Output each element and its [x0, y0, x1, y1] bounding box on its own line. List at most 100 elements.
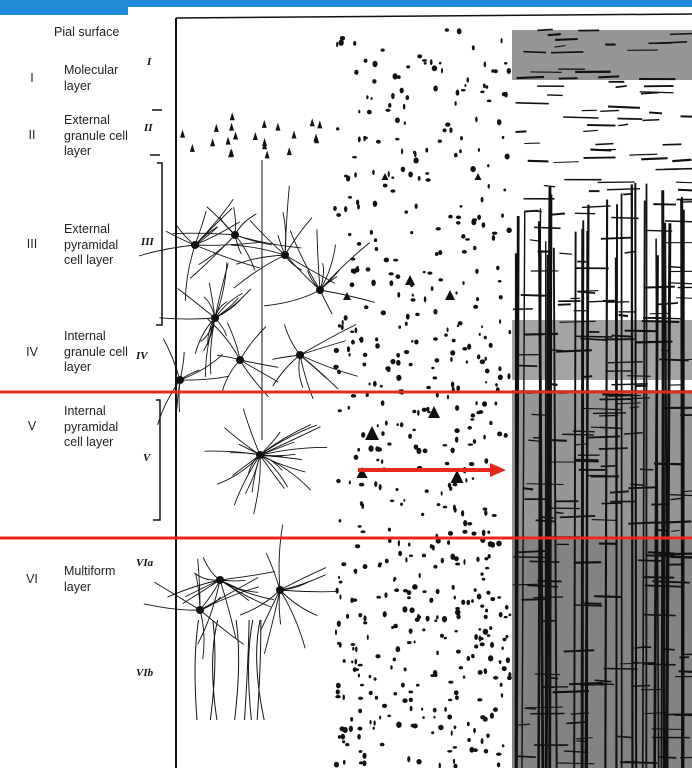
nissl-cell-body	[406, 641, 412, 645]
myelin-horizontal-fiber	[619, 661, 655, 665]
golgi-dendrite	[272, 354, 301, 387]
nissl-cell-body	[355, 646, 358, 653]
nissl-cell-body	[336, 620, 341, 627]
myelin-horizontal-fiber	[591, 518, 617, 522]
golgi-dendrite	[154, 581, 201, 611]
descending-fiber	[194, 619, 200, 721]
nissl-cell-body	[439, 633, 445, 638]
golgi-dendrite	[207, 318, 241, 361]
myelin-horizontal-fiber	[562, 433, 594, 436]
nissl-cell-body	[455, 609, 461, 616]
golgi-dendrite	[239, 359, 279, 368]
nissl-cell-body	[358, 761, 363, 765]
nissl-cell-body	[341, 319, 344, 326]
nissl-cell-body	[472, 245, 477, 251]
nissl-cell-body	[486, 99, 492, 103]
nissl-cell-body	[502, 637, 507, 642]
myelin-horizontal-fiber	[623, 431, 643, 435]
nissl-cell-body	[425, 615, 430, 622]
myelin-horizontal-fiber	[553, 161, 579, 164]
golgi-dendrite	[283, 324, 301, 356]
nissl-cell-body	[436, 650, 439, 656]
nissl-cell-body	[453, 507, 457, 513]
nissl-cell-body	[415, 683, 420, 687]
nissl-cell-body	[486, 634, 491, 637]
nissl-cell-body	[395, 274, 401, 279]
nissl-cell-body	[482, 628, 489, 635]
nissl-cell-body	[424, 489, 429, 493]
myelin-horizontal-fiber	[580, 337, 606, 341]
myelin-horizontal-fiber	[636, 340, 673, 344]
nissl-cell-body	[435, 227, 441, 231]
golgi-dendrite	[184, 579, 221, 598]
golgi-dendrite	[214, 263, 229, 319]
nissl-cell-body	[440, 557, 445, 564]
nissl-cell-body	[487, 655, 494, 662]
nissl-cell-body	[447, 714, 453, 720]
myelin-horizontal-fiber	[523, 50, 547, 54]
nissl-cell-body	[465, 238, 470, 241]
myelin-radial-fiber	[615, 204, 619, 768]
layer-2-cell	[261, 119, 267, 128]
nissl-cell-body	[489, 420, 493, 426]
nissl-cell-body	[482, 507, 488, 511]
nissl-cell-body	[358, 750, 363, 753]
nissl-cell-body	[395, 646, 401, 653]
myelin-horizontal-fiber	[674, 713, 692, 717]
golgi-dendrite	[157, 379, 181, 426]
nissl-cell-body	[415, 312, 420, 317]
golgi-dendrite	[299, 354, 358, 377]
myelin-radial-fiber	[664, 222, 669, 768]
nissl-cell-body	[375, 337, 379, 342]
myelin-horizontal-fiber	[516, 75, 545, 80]
nissl-cell-body	[471, 45, 475, 51]
nissl-cell-body	[342, 759, 346, 765]
nissl-cell-body	[336, 127, 340, 131]
nissl-cell-body	[487, 553, 491, 559]
nissl-cell-body	[363, 58, 368, 63]
nissl-cell-body	[334, 629, 338, 636]
nissl-cell-body	[455, 215, 462, 220]
nissl-cell-body	[396, 352, 401, 358]
nissl-cell-body	[495, 383, 498, 387]
layer-2-cell	[225, 136, 231, 145]
nissl-cell-body	[413, 640, 416, 644]
nissl-cell-body	[457, 321, 463, 326]
nissl-pyramidal-cell	[428, 406, 440, 418]
nissl-cell-body	[447, 531, 454, 536]
nissl-cell-body	[470, 413, 476, 418]
nissl-cell-body	[453, 690, 459, 696]
nissl-cell-body	[407, 756, 411, 763]
nissl-cell-body	[366, 95, 369, 100]
nissl-cell-body	[483, 748, 489, 754]
golgi-dendrite	[219, 579, 274, 601]
nissl-cell-body	[456, 614, 461, 620]
nissl-cell-body	[390, 358, 396, 365]
myelin-radial-fiber	[655, 238, 660, 768]
nissl-cell-body	[357, 447, 361, 452]
nissl-cell-body	[454, 695, 459, 700]
layer-1-roman: I	[30, 71, 34, 85]
nissl-cell-body	[501, 646, 504, 651]
golgi-dendrite	[253, 454, 261, 515]
nissl-cell-body	[447, 482, 452, 488]
nissl-cell-body	[500, 37, 503, 44]
nissl-cell-body	[501, 135, 505, 140]
nissl-cell-body	[480, 196, 484, 203]
nissl-cell-body	[504, 91, 508, 98]
nissl-cell-body	[493, 69, 498, 74]
nissl-cell-body	[498, 295, 503, 300]
nissl-cell-body	[477, 698, 483, 702]
nissl-cell-body	[505, 657, 511, 664]
myelin-horizontal-fiber	[618, 313, 629, 318]
myelin-horizontal-fiber	[590, 426, 613, 429]
layer-2-roman: II	[28, 128, 36, 142]
golgi-dendrite	[179, 351, 185, 381]
golgi-dendrite	[162, 338, 181, 381]
myelin-radial-fiber	[661, 190, 666, 768]
descending-fiber	[256, 619, 262, 721]
golgi-dendrite	[249, 219, 286, 256]
nissl-cell-body	[462, 347, 468, 351]
nissl-cell-body	[354, 544, 361, 549]
nissl-cell-body	[448, 698, 453, 702]
